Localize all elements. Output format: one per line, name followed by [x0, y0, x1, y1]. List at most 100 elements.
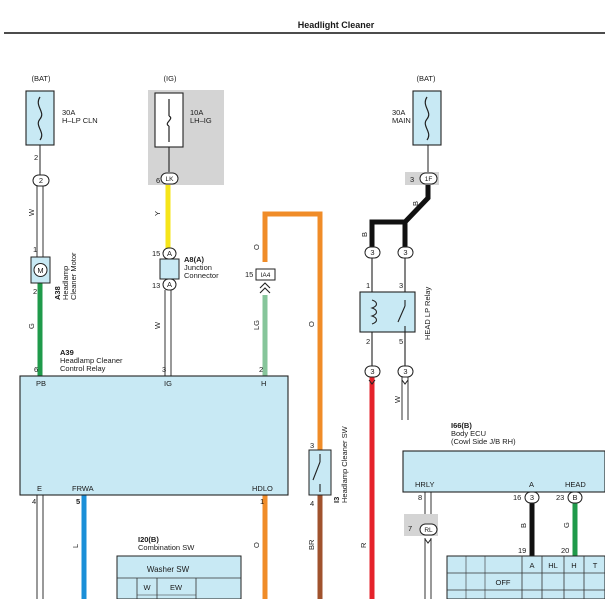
diagram-title: Headlight Cleaner [298, 20, 375, 30]
source-bat-right: (BAT) [416, 74, 436, 83]
fuse-hlp-cln-name: H–LP CLN [62, 116, 98, 125]
connector-3b-label: 3 [403, 248, 407, 257]
wire-label-b-top: B [411, 201, 420, 206]
relay-unit-code: A39 [60, 348, 74, 357]
fuse-main-name: MAIN [392, 116, 411, 125]
motor-name-1: Headlamp [61, 266, 70, 300]
wire-label-r: R [359, 542, 368, 548]
wire-label-w-left: W [27, 208, 36, 216]
head-lp-relay [359, 291, 416, 333]
combo-sw-col-w: W [143, 583, 151, 592]
motor-name-2: Cleaner Motor [69, 252, 78, 300]
cleaner-sw-code: I3 [332, 497, 341, 503]
fuse-hlp-cln-amp: 30A [62, 108, 75, 117]
table-col-h: H [571, 561, 576, 570]
relay-arrow-left [368, 379, 376, 385]
source-bat-left: (BAT) [31, 74, 51, 83]
ecu-name-1: Body ECU [451, 429, 486, 438]
combination-sw [116, 555, 242, 599]
wire-label-br: BR [307, 539, 316, 550]
connector-1f [419, 172, 438, 185]
pin-15-ia4: 15 [245, 270, 253, 279]
connector-3e-label: 3 [530, 493, 534, 502]
ecu-pin-23: 23 [556, 493, 564, 502]
combo-sw-col-ew: EW [170, 583, 183, 592]
wire-label-o-right: O [307, 321, 316, 327]
term-e: E [37, 484, 42, 493]
cleaner-sw-switch-icon [312, 454, 321, 492]
term-frwa: FRWA [72, 484, 94, 493]
connector-rl-label: RL [424, 527, 433, 534]
junction-a-top-label: A [167, 249, 172, 258]
junction-pin-15: 15 [152, 249, 160, 258]
cleaner-sw-pin-3: 3 [310, 441, 314, 450]
table-pin-20: 20 [561, 546, 569, 555]
motor-icon [33, 263, 48, 277]
relay-unit-name-1: Headlamp Cleaner [60, 356, 123, 365]
ecu-pin-8: 8 [418, 493, 422, 502]
relay-unit-pin-1: 1 [260, 497, 264, 506]
connector-3-relay-bottom-right [397, 365, 414, 378]
connector-2 [32, 174, 50, 187]
connector-2-label: 2 [39, 176, 43, 185]
fuse-lh-ig-element [166, 115, 172, 127]
relay-pin-1: 1 [366, 281, 370, 290]
ia4-arrow-icon [259, 282, 271, 294]
wire-label-g-left: G [27, 323, 36, 329]
wire-w-left [36, 145, 44, 258]
wire-orange-loop [262, 211, 323, 450]
wire-w-ig [164, 290, 172, 376]
connector-1f-label: 1F [425, 176, 433, 183]
wire-label-w-ig: W [153, 321, 162, 329]
fuse-hlp-cln-icon [37, 96, 43, 141]
wire-label-w-relay: W [393, 395, 402, 403]
fuse-hlp-cln [25, 90, 55, 146]
connector-3-relay-top-right [397, 246, 414, 259]
rl-arrow-icon [424, 538, 432, 544]
wire-black-main-relay-1 [369, 219, 405, 247]
table-pin-19: 19 [518, 546, 526, 555]
pin-6-lk: 6 [156, 176, 160, 185]
combo-sw-code: I20(B) [138, 535, 159, 544]
junction-name-2: Connector [184, 271, 219, 280]
wire-label-o-top: O [252, 244, 261, 250]
connector-b-ecu [567, 491, 583, 504]
head-lp-relay-label: HEAD LP Relay [423, 287, 432, 340]
term-pb: PB [36, 379, 46, 388]
ecu-pin-7: 7 [408, 524, 412, 533]
junction-connector-a-bottom [162, 278, 177, 291]
wire-label-o-bottom: O [252, 542, 261, 548]
relay-pin-5: 5 [399, 337, 403, 346]
junction-code: A8(A) [184, 255, 205, 264]
combo-sw-name: Combination SW [138, 543, 195, 552]
headlamp-cleaner-sw [308, 449, 332, 496]
cleaner-sw-name: Headlamp Cleaner SW [340, 425, 349, 503]
wire-label-lg: LG [252, 320, 261, 330]
table-col-hl: HL [548, 561, 558, 570]
relay-pin-3: 3 [399, 281, 403, 290]
motor-pin-2: 2 [33, 287, 37, 296]
relay-unit-pin-3: 3 [162, 365, 166, 374]
motor-pin-1: 1 [33, 245, 37, 254]
wire-black-main-relay-5 [402, 183, 431, 247]
ecu-pin-16: 16 [513, 493, 521, 502]
wire-e [36, 495, 44, 599]
table-col-t: T [593, 561, 598, 570]
fuse-lh-ig-name: LH–IG [190, 116, 212, 125]
junction-pin-13: 13 [152, 281, 160, 290]
term-h: H [261, 379, 266, 388]
combo-sw-panel-label: Washer SW [147, 565, 190, 574]
relay-unit-pin-2: 2 [259, 365, 263, 374]
ecu-code: I66(B) [451, 421, 472, 430]
junction-name-1: Junction [184, 263, 212, 272]
cleaner-sw-pin-4: 4 [310, 499, 314, 508]
wire-hrly [424, 490, 432, 599]
wire-label-y: Y [153, 211, 162, 216]
connector-b-label: B [572, 493, 577, 502]
headlight-switch-table [446, 555, 605, 599]
ecu-term-hrly: HRLY [415, 480, 434, 489]
relay-arrow-right [401, 379, 409, 385]
connector-ia4 [255, 268, 276, 281]
ecu-term-head: HEAD [565, 480, 586, 489]
